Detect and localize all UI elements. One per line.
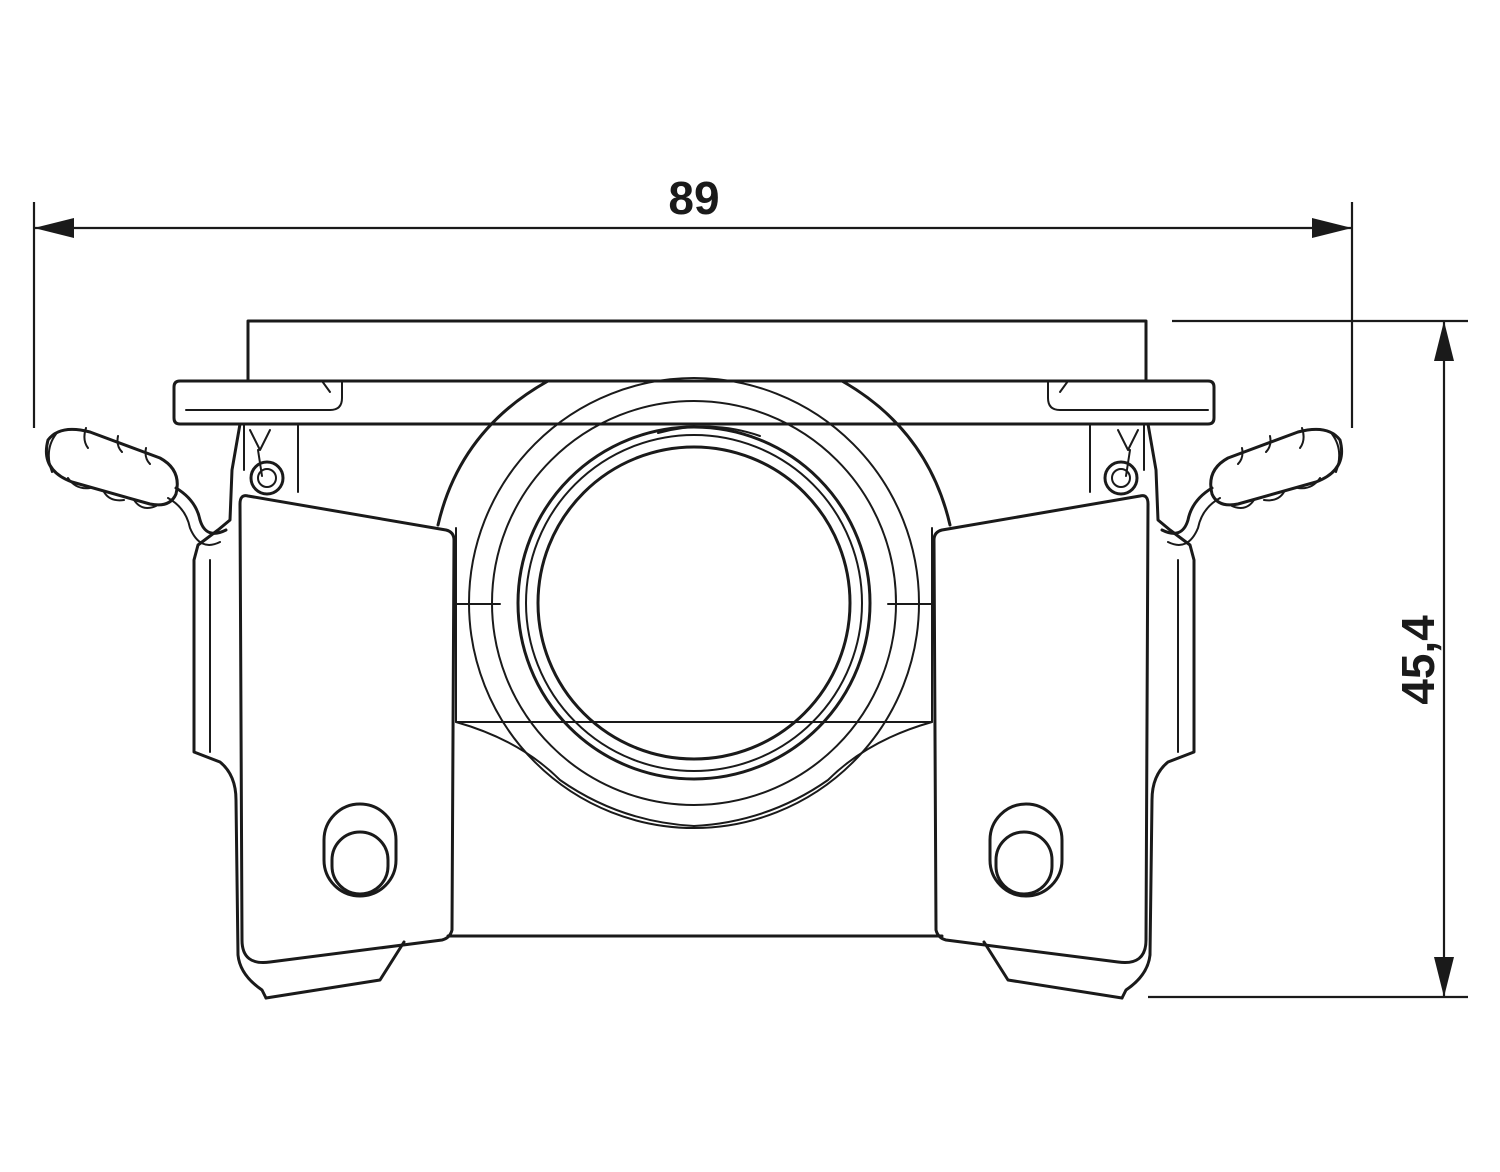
latch-right-pivot <box>1103 460 1139 496</box>
entry-ring-2 <box>491 400 897 806</box>
entry-bore <box>536 445 852 761</box>
cable-entry <box>468 377 920 829</box>
latch-right <box>1089 423 1343 546</box>
latch-right-lever-grip <box>1231 427 1341 509</box>
latch-left-arm <box>174 486 228 535</box>
width-arrow-left <box>34 218 74 238</box>
latch-right-arm <box>1160 486 1214 535</box>
latch-left-arm-inner <box>167 497 221 546</box>
central-dome <box>436 379 952 527</box>
entry-ring-outer <box>468 377 920 829</box>
height-label: 45,4 <box>1392 615 1444 705</box>
height-dimension: 45,4 <box>1148 319 1468 999</box>
latch-left-lever <box>45 427 179 507</box>
side-panel-left-foot <box>264 940 406 1000</box>
latch-left-pivot <box>249 460 285 496</box>
flange-lip-right <box>1047 380 1209 411</box>
height-arrow-top <box>1434 321 1454 361</box>
side-panels <box>238 494 1150 1000</box>
side-panel-right-foot <box>982 940 1124 1000</box>
body-outline-right <box>1120 422 1196 1000</box>
flange-step-left <box>321 380 331 393</box>
flange-lip-left <box>185 380 343 411</box>
side-panel-right <box>932 494 1150 965</box>
entry-highlight-arc <box>657 425 761 437</box>
latch-left-lever-grip <box>47 427 157 509</box>
latch-right-lever <box>1209 427 1343 507</box>
width-dimension: 89 <box>32 172 1354 428</box>
latch-left-bracket <box>243 423 299 493</box>
width-label: 89 <box>668 172 719 224</box>
mounting-hole-left <box>322 802 398 898</box>
dome-wall-right <box>693 527 933 827</box>
housing <box>172 319 1216 1000</box>
latch-left <box>45 423 299 546</box>
entry-ring-4 <box>525 434 863 772</box>
latch-right-bracket <box>1089 423 1145 493</box>
flange-step-right <box>1059 380 1069 393</box>
body-outline-left <box>192 422 268 1000</box>
main-flange <box>172 379 1216 426</box>
dome-wall-left <box>455 527 695 827</box>
side-panel-left <box>238 494 456 965</box>
latch-left-pivot-inner <box>257 468 277 488</box>
mounting-hole-right <box>988 802 1064 898</box>
height-arrow-bottom <box>1434 957 1454 997</box>
width-arrow-right <box>1312 218 1352 238</box>
latch-right-pivot-inner <box>1111 468 1131 488</box>
latch-right-arm-inner <box>1167 497 1221 546</box>
top-cover-plate <box>246 319 1148 383</box>
entry-ring-3 <box>516 425 872 781</box>
